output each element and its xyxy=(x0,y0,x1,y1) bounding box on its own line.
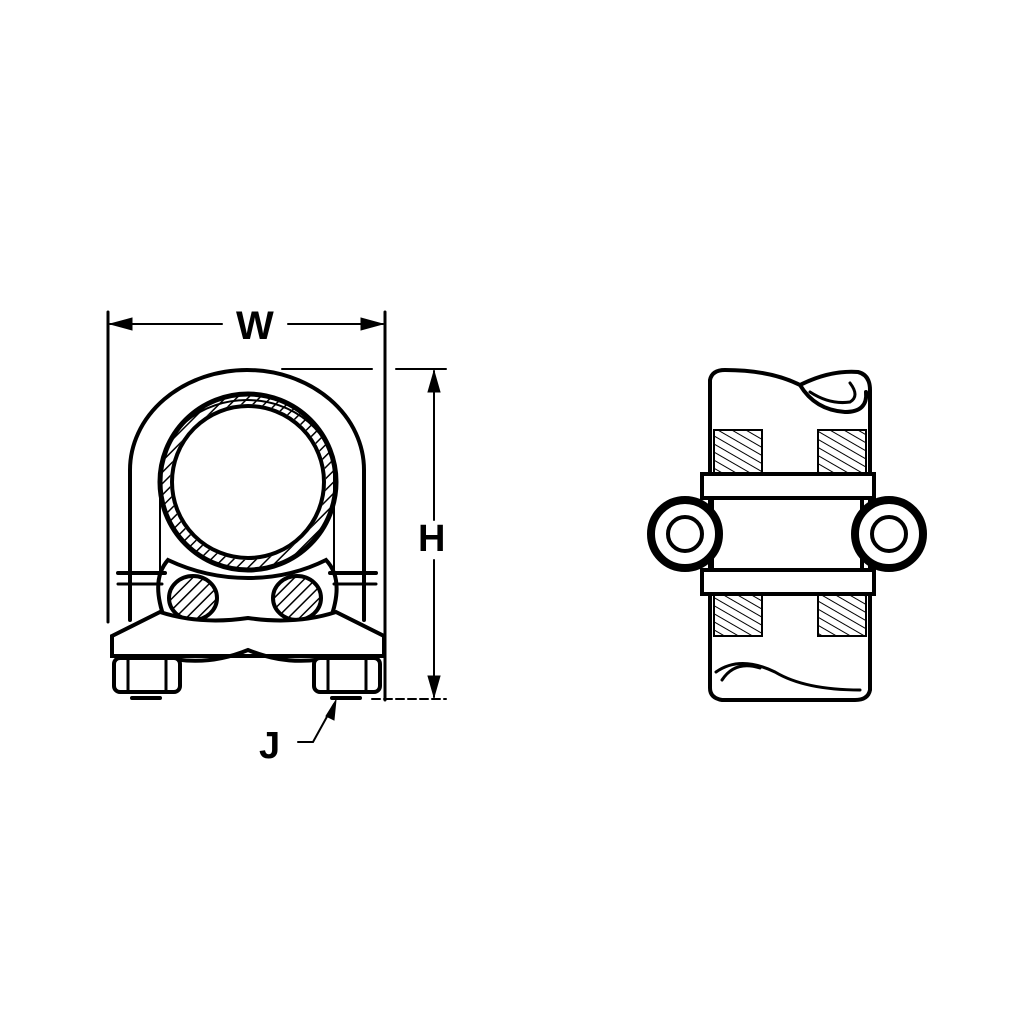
cable-top-right xyxy=(817,429,867,475)
bolt-eye-left xyxy=(647,496,723,572)
cable-left xyxy=(167,574,219,622)
base-plate xyxy=(110,609,386,658)
nut-left xyxy=(112,656,182,700)
cable-right xyxy=(271,574,323,622)
side-view xyxy=(647,367,927,702)
nut-right xyxy=(312,656,382,700)
front-view xyxy=(106,310,447,743)
clamp-body xyxy=(710,496,864,572)
height-label: H xyxy=(418,518,446,560)
j-leader xyxy=(297,703,335,743)
bolt-eye-right xyxy=(851,496,927,572)
clamp-bar-top xyxy=(700,472,876,500)
cable-top-left xyxy=(713,429,763,475)
cable-bottom-right xyxy=(817,593,867,637)
pipe-wall-hatch xyxy=(162,396,334,568)
pipe-inner xyxy=(170,404,326,560)
nut-label: J xyxy=(259,725,281,767)
height-dimension xyxy=(281,368,447,700)
u-bolt xyxy=(128,368,366,622)
pipe-outer xyxy=(157,391,339,573)
cable-bottom-left xyxy=(713,593,763,637)
width-label: W xyxy=(236,304,274,348)
clamp-bar-bottom xyxy=(700,568,876,596)
